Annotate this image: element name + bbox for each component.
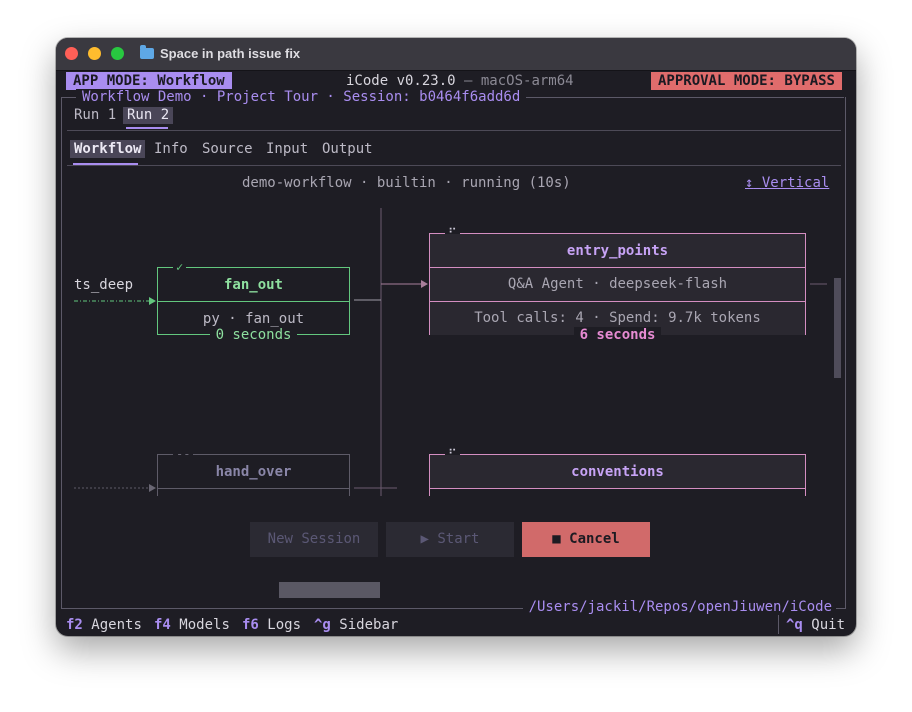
- orientation-label: Vertical: [761, 175, 830, 191]
- minimize-window-button[interactable]: [88, 47, 101, 60]
- check-icon: ✓: [173, 259, 187, 275]
- node-entry-points-title: entry_points: [430, 234, 805, 268]
- node-conventions-title: conventions: [430, 455, 805, 489]
- app-platform: macOS-arm64: [480, 73, 574, 89]
- start-button[interactable]: ▶ Start: [386, 522, 514, 557]
- workflow-graph: ts_deep ✓ fan_out py · fan_out 0 seconds…: [67, 208, 832, 496]
- folder-icon: [140, 45, 154, 59]
- run-tabs-divider: [67, 130, 841, 131]
- key-f4: f4: [154, 617, 171, 633]
- graph-scrollbar[interactable]: [834, 278, 841, 378]
- app-window: Space in path issue fix APP MODE: Workfl…: [56, 38, 856, 636]
- window-title: Space in path issue fix: [140, 45, 301, 61]
- node-hand-over-title: hand_over: [158, 455, 349, 489]
- tab-input[interactable]: Input: [266, 141, 309, 157]
- node-fan-out[interactable]: ✓ fan_out py · fan_out 0 seconds: [157, 259, 350, 343]
- session-info: Workflow Demo · Project Tour · Session: …: [76, 89, 527, 105]
- vertical-arrows-icon: ↕: [745, 175, 754, 191]
- footer-models-label: Models: [179, 617, 230, 633]
- app-name: iCode v0.23.0: [346, 73, 456, 89]
- key-f2: f2: [66, 617, 83, 633]
- main-frame: [61, 97, 846, 609]
- tab-output[interactable]: Output: [322, 141, 373, 157]
- footer-logs-label: Logs: [267, 617, 302, 633]
- footer-divider: [778, 615, 779, 634]
- node-hand-over[interactable]: -- hand_over: [157, 446, 350, 496]
- footer-quit-label: Quit: [811, 617, 846, 633]
- tab-workflow[interactable]: Workflow: [70, 140, 146, 158]
- footer-sidebar-label: Sidebar: [339, 617, 399, 633]
- node-fan-out-duration: 0 seconds: [158, 327, 349, 343]
- key-ctrl-g: ^g: [314, 617, 331, 633]
- orientation-toggle[interactable]: ↕ Vertical: [745, 175, 829, 191]
- cwd-path: /Users/jackil/Repos/openJiuwen/iCode: [522, 599, 836, 615]
- node-entry-points[interactable]: ⠋ entry_points Q&A Agent · deepseek-flas…: [429, 225, 806, 343]
- title-bar: Space in path issue fix: [56, 38, 856, 71]
- footer-logs[interactable]: f6 Logs: [242, 617, 301, 633]
- key-f6: f6: [242, 617, 259, 633]
- tab-run-1[interactable]: Run 1: [74, 107, 117, 123]
- key-ctrl-q: ^q: [786, 617, 803, 633]
- tab-source[interactable]: Source: [202, 141, 253, 157]
- node-conventions[interactable]: ⠋ conventions: [429, 446, 806, 496]
- node-fan-out-title: fan_out: [158, 268, 349, 302]
- footer-models[interactable]: f4 Models: [154, 617, 230, 633]
- app-version-title: iCode v0.23.0 — macOS-arm64: [346, 73, 574, 89]
- node-fan-out-body: py · fan_out: [202, 311, 305, 327]
- workflow-status: demo-workflow · builtin · running (10s): [242, 175, 571, 191]
- approval-mode-badge: APPROVAL MODE: BYPASS: [650, 72, 842, 90]
- footer-sidebar[interactable]: ^g Sidebar: [314, 617, 398, 633]
- edge-arrow-entry-points: [421, 280, 428, 288]
- window-title-text: Space in path issue fix: [160, 46, 301, 61]
- zoom-window-button[interactable]: [111, 47, 124, 60]
- tab-run-2[interactable]: Run 2: [123, 107, 174, 124]
- upstream-node-label: ts_deep: [74, 277, 134, 293]
- new-session-button[interactable]: New Session: [250, 522, 378, 557]
- tab-info[interactable]: Info: [154, 141, 188, 157]
- node-entry-points-agent: Q&A Agent · deepseek-flash: [430, 268, 805, 302]
- graph-connectors: [74, 208, 827, 496]
- footer-bar: f2 Agents f4 Models f6 Logs ^g Sidebar ^…: [56, 615, 856, 636]
- subtab-underline: [73, 163, 138, 165]
- footer-agents[interactable]: f2 Agents: [66, 617, 142, 633]
- edge-arrow-hand-over: [149, 484, 156, 492]
- cancel-button[interactable]: ■ Cancel: [522, 522, 650, 557]
- app-title-separator: —: [455, 73, 481, 89]
- node-entry-points-duration: 6 seconds: [430, 327, 805, 343]
- run-tab-underline: [126, 127, 168, 129]
- subtabs-divider: [67, 165, 841, 166]
- pending-icon: --: [173, 446, 194, 462]
- footer-agents-label: Agents: [91, 617, 142, 633]
- close-window-button[interactable]: [65, 47, 78, 60]
- app-mode-badge: APP MODE: Workflow: [66, 72, 232, 90]
- edge-arrow-fan-out: [149, 297, 156, 305]
- horizontal-scrollbar[interactable]: [279, 582, 380, 598]
- footer-quit[interactable]: ^q Quit: [786, 617, 845, 633]
